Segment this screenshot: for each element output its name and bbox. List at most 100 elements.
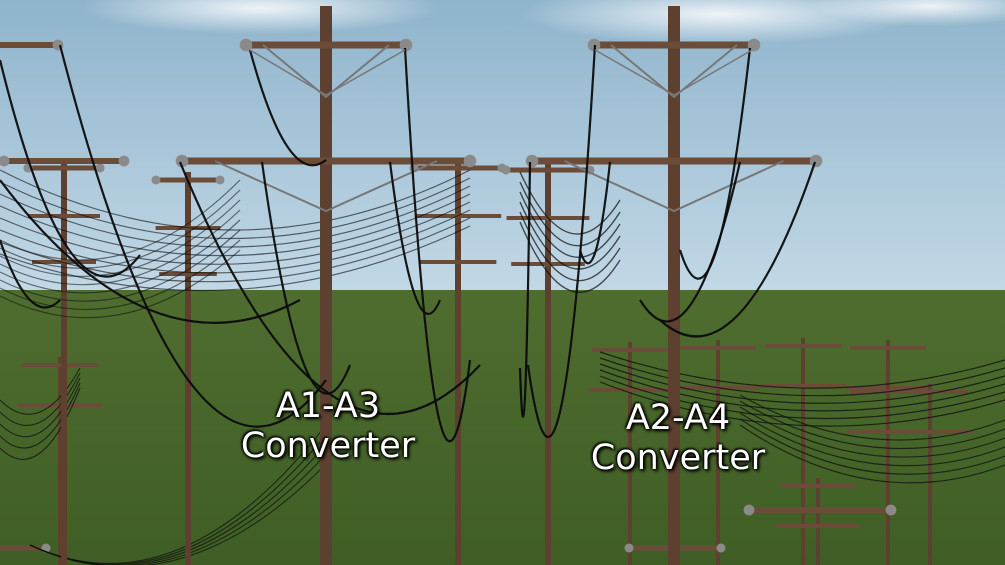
crossarm-brace xyxy=(262,44,390,99)
power-wire xyxy=(260,161,352,395)
a1-a3-label-line2: Converter xyxy=(240,426,416,466)
insulator xyxy=(399,38,413,52)
insulator xyxy=(525,154,539,168)
crossarm xyxy=(846,430,930,434)
crossarm xyxy=(0,42,62,48)
power-wire xyxy=(0,229,241,302)
a2-a4-label-line1: A2-A4 xyxy=(625,398,731,438)
power-wire xyxy=(403,47,472,443)
crossarm xyxy=(892,390,968,394)
utility-pole xyxy=(716,340,720,565)
utility-pole xyxy=(801,338,805,565)
power-wire xyxy=(58,44,327,428)
crossarm xyxy=(0,545,50,551)
crossarm xyxy=(28,214,100,218)
power-wire xyxy=(739,406,1005,458)
insulator xyxy=(0,155,10,167)
insulator xyxy=(809,154,823,168)
a1-a3-converter-label: A1-A3 Converter xyxy=(222,386,434,466)
power-wire xyxy=(0,387,81,460)
crossarm xyxy=(410,165,506,171)
crossarm xyxy=(502,167,594,173)
power-wire xyxy=(519,181,621,247)
power-wire xyxy=(659,161,817,338)
utility-pole xyxy=(816,478,820,565)
utility-pole xyxy=(668,6,680,565)
utility-pole xyxy=(886,384,890,565)
utility-pole xyxy=(628,342,632,565)
utility-pole xyxy=(455,160,461,565)
utility-pole xyxy=(320,6,332,565)
power-wire xyxy=(739,394,1005,441)
crossarm-brace xyxy=(214,160,438,213)
crossarm xyxy=(745,507,895,513)
crossarm xyxy=(24,165,104,171)
crossarm xyxy=(592,348,668,352)
insulator xyxy=(743,504,755,516)
power-wire xyxy=(599,351,1005,389)
crossarm xyxy=(780,484,856,488)
crossarm xyxy=(680,346,756,350)
crossarm xyxy=(22,363,98,367)
crossarm-brace xyxy=(673,49,753,96)
insulator xyxy=(151,175,161,185)
distant-poles-layer xyxy=(0,338,1005,565)
ground xyxy=(0,290,1005,565)
power-wire xyxy=(0,372,81,426)
power-wire xyxy=(739,418,1005,475)
insulator xyxy=(885,504,897,516)
power-wire xyxy=(0,193,471,257)
power-wire xyxy=(0,169,471,231)
power-wire xyxy=(0,225,471,292)
power-wire xyxy=(0,382,81,449)
crossarm-brace xyxy=(610,44,738,99)
utility-pole xyxy=(928,384,932,565)
a2-a4-converter-label: A2-A4 Converter xyxy=(572,398,784,478)
power-wire xyxy=(248,49,327,167)
crossarm xyxy=(850,346,926,350)
crossarm-brace xyxy=(325,49,406,96)
power-wire xyxy=(0,239,61,309)
sky xyxy=(0,0,1005,292)
power-wire xyxy=(599,363,1005,404)
power-wire xyxy=(0,177,471,240)
power-wire xyxy=(739,400,1005,450)
power-wire xyxy=(0,377,81,438)
crossarm xyxy=(159,272,217,276)
power-wire xyxy=(578,161,612,265)
power-wire xyxy=(0,249,241,319)
crossarm-brace xyxy=(249,49,327,96)
power-wire xyxy=(0,367,81,415)
foreground-poles-layer xyxy=(0,6,823,565)
insulator xyxy=(716,543,726,553)
crossarm xyxy=(0,158,128,164)
power-wire xyxy=(519,221,621,293)
power-wire xyxy=(519,201,621,270)
crossarm xyxy=(419,260,497,264)
insulator xyxy=(118,155,130,167)
cloud xyxy=(810,0,1005,26)
crossarm xyxy=(32,260,96,264)
power-wire xyxy=(599,381,1005,427)
insulator xyxy=(215,175,225,185)
power-wire xyxy=(519,191,621,259)
power-wire xyxy=(519,211,621,282)
power-wire xyxy=(0,179,301,324)
crossarm xyxy=(528,157,820,165)
power-wire xyxy=(0,219,241,294)
power-wire xyxy=(0,185,471,248)
crossarm-brace xyxy=(564,160,784,213)
utility-pole xyxy=(58,357,62,565)
power-wire xyxy=(739,412,1005,467)
crossarm xyxy=(776,524,860,528)
insulator xyxy=(501,165,511,175)
a2-a4-label-line2: Converter xyxy=(590,438,766,478)
power-wire xyxy=(518,161,532,418)
insulator xyxy=(239,38,253,52)
power-wire xyxy=(0,59,141,278)
crossarm xyxy=(590,41,758,49)
power-wire xyxy=(519,171,621,235)
power-wire xyxy=(388,161,442,315)
power-wire xyxy=(599,369,1005,412)
